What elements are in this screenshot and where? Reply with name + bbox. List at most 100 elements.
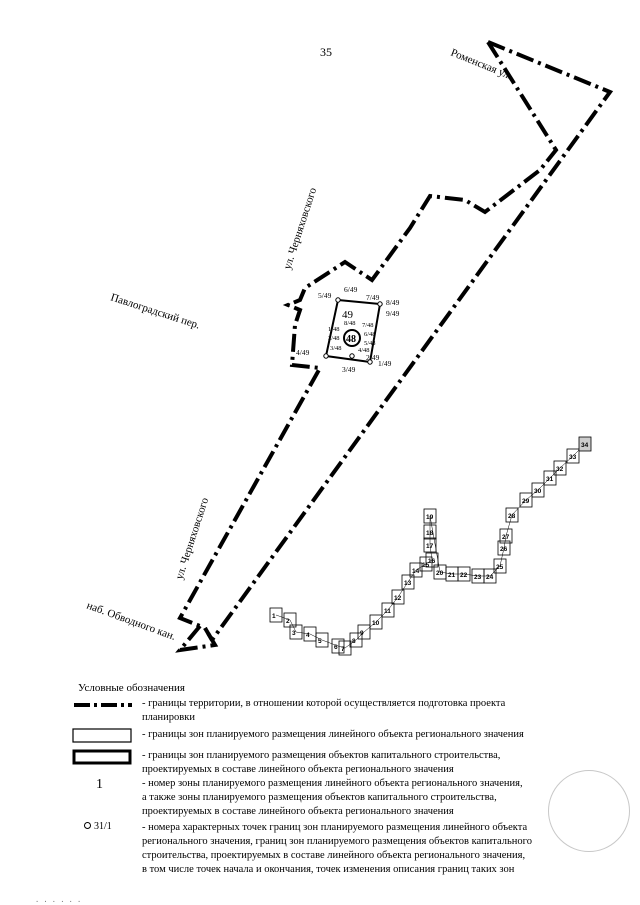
boundary-point-marker xyxy=(367,359,373,365)
point-label: 3/49 xyxy=(342,365,356,374)
zone-number-label: 18 xyxy=(426,530,434,537)
zone-number-label: 19 xyxy=(426,514,434,521)
zone-number-label: 10 xyxy=(372,620,380,627)
zone-box xyxy=(578,436,592,452)
boundary-point-marker xyxy=(377,301,383,307)
zone-49-label: 49 xyxy=(342,309,354,321)
zone-box xyxy=(423,537,437,553)
point-label: 6/48 xyxy=(364,331,376,338)
zone-box xyxy=(423,508,437,524)
footer-mark: . . . . . . xyxy=(35,897,82,905)
zone-number-label: 13 xyxy=(404,580,412,587)
zone-number-label: 31 xyxy=(546,476,554,483)
zone-box xyxy=(457,566,471,582)
zone-number-label: 12 xyxy=(394,595,402,602)
zone-box xyxy=(499,528,513,544)
legend: Условные обозначения - границы территори… xyxy=(0,675,640,905)
point-label: 5/49 xyxy=(318,291,332,300)
stamp-seal xyxy=(548,770,630,852)
zone-box xyxy=(483,568,497,584)
zone-number-label: 26 xyxy=(500,546,508,553)
street-label-obvodny: наб. Обводного кан. xyxy=(85,600,178,643)
legend-text-line: - границы территории, в отношении которо… xyxy=(142,698,506,709)
boundary-point-marker xyxy=(349,353,355,359)
zone-box xyxy=(425,552,439,568)
thin-rectangle-symbol xyxy=(72,728,132,743)
zone-box xyxy=(423,524,437,540)
zone-box xyxy=(401,574,415,590)
legend-text-line: строительства, проектируемых в составе л… xyxy=(142,850,526,861)
zone-box xyxy=(349,632,363,648)
point-label: 5/48 xyxy=(364,340,376,347)
zone-box xyxy=(531,482,545,498)
zone-number-label: 2 xyxy=(286,618,290,625)
legend-text-line: проектируемых в составе линейного объект… xyxy=(142,764,454,775)
zone-number-label: 33 xyxy=(569,454,577,461)
zone-box xyxy=(519,492,533,508)
point-label: 7/49 xyxy=(366,293,380,302)
zone-box xyxy=(369,614,383,630)
zone-number-label: 29 xyxy=(522,498,530,505)
point-label: 2/48 xyxy=(328,335,340,342)
legend-text-line: планировки xyxy=(142,712,195,723)
legend-text-line: а также зоны планируемого размещения объ… xyxy=(142,792,497,803)
dash-dot-line-symbol xyxy=(74,703,132,707)
zone-box xyxy=(553,460,567,476)
territory-boundary xyxy=(175,40,614,653)
zone-box xyxy=(409,562,423,578)
zone-number-label: 17 xyxy=(426,543,434,550)
legend-text-line: - границы зон планируемого размещения ли… xyxy=(142,729,524,740)
zone-number-label: 22 xyxy=(460,572,468,579)
legend-text-line: регионального значения, границ зон плани… xyxy=(142,836,532,847)
zone-box xyxy=(315,632,329,648)
zone-box xyxy=(391,589,405,605)
planning-map: 35 49 48 5/49 6/49 7/49 8/49 9/49 1/49 2… xyxy=(85,40,614,656)
zone-number-label: 16 xyxy=(428,558,436,565)
street-label-pavlogradsky: Павлоградский пер. xyxy=(109,291,202,331)
zone-number-label: 7 xyxy=(341,646,345,653)
zone-box xyxy=(543,470,557,486)
zone-number-label: 21 xyxy=(448,572,456,579)
zone-box xyxy=(493,558,507,574)
point-label: 1/49 xyxy=(378,359,392,368)
zone-box xyxy=(331,638,345,654)
legend-text-line: в том числе точек начала и окончания, то… xyxy=(142,864,515,875)
zone-number-label: 27 xyxy=(502,534,510,541)
zone-48-label: 48 xyxy=(346,334,356,345)
boundary-point-marker xyxy=(335,297,341,303)
street-label-romenskaya: Роменская ул. xyxy=(449,47,514,83)
zone-box xyxy=(505,507,519,523)
point-label: 6/49 xyxy=(344,285,358,294)
point-label: 7/48 xyxy=(362,322,374,329)
point-label: 9/49 xyxy=(386,309,400,318)
zone-box xyxy=(269,607,283,623)
zone-box xyxy=(289,624,303,640)
point-label: 2/49 xyxy=(366,353,380,362)
point-label: 4/48 xyxy=(358,347,370,354)
legend-text-line: - номера характерных точек границ зон пл… xyxy=(142,822,528,833)
legend-title: Условные обозначения xyxy=(78,682,185,694)
point-label: 4/49 xyxy=(296,348,310,357)
point-label: 1/48 xyxy=(328,326,340,333)
zone-number-label: 20 xyxy=(436,570,444,577)
zone-number-symbol: 1 xyxy=(96,777,103,792)
legend-text-line: - номер зоны планируемого размещения лин… xyxy=(142,778,523,789)
zone-48-boundary xyxy=(343,329,361,347)
zone-box xyxy=(497,540,511,556)
zone-number-label: 6 xyxy=(334,644,338,651)
point-label: 8/49 xyxy=(386,298,400,307)
zone-number-label: 30 xyxy=(534,488,542,495)
zone-number-label: 24 xyxy=(486,574,494,581)
zone-box xyxy=(357,624,371,640)
zone-number-label: 3 xyxy=(292,630,296,637)
street-label-chernyakhovskogo-top: ул. Черняховского xyxy=(281,186,319,271)
point-label: 3/48 xyxy=(330,345,342,352)
zone-number-label: 28 xyxy=(508,513,516,520)
zone-49-detail: 49 48 5/49 6/49 7/49 8/49 9/49 1/49 2/49… xyxy=(296,285,400,374)
thick-rectangle-symbol xyxy=(72,749,132,765)
zone-number-label: 4 xyxy=(306,632,310,639)
zone-number-label: 8 xyxy=(352,638,356,645)
zone-number-label: 1 xyxy=(272,613,276,620)
zone-box xyxy=(338,640,352,656)
